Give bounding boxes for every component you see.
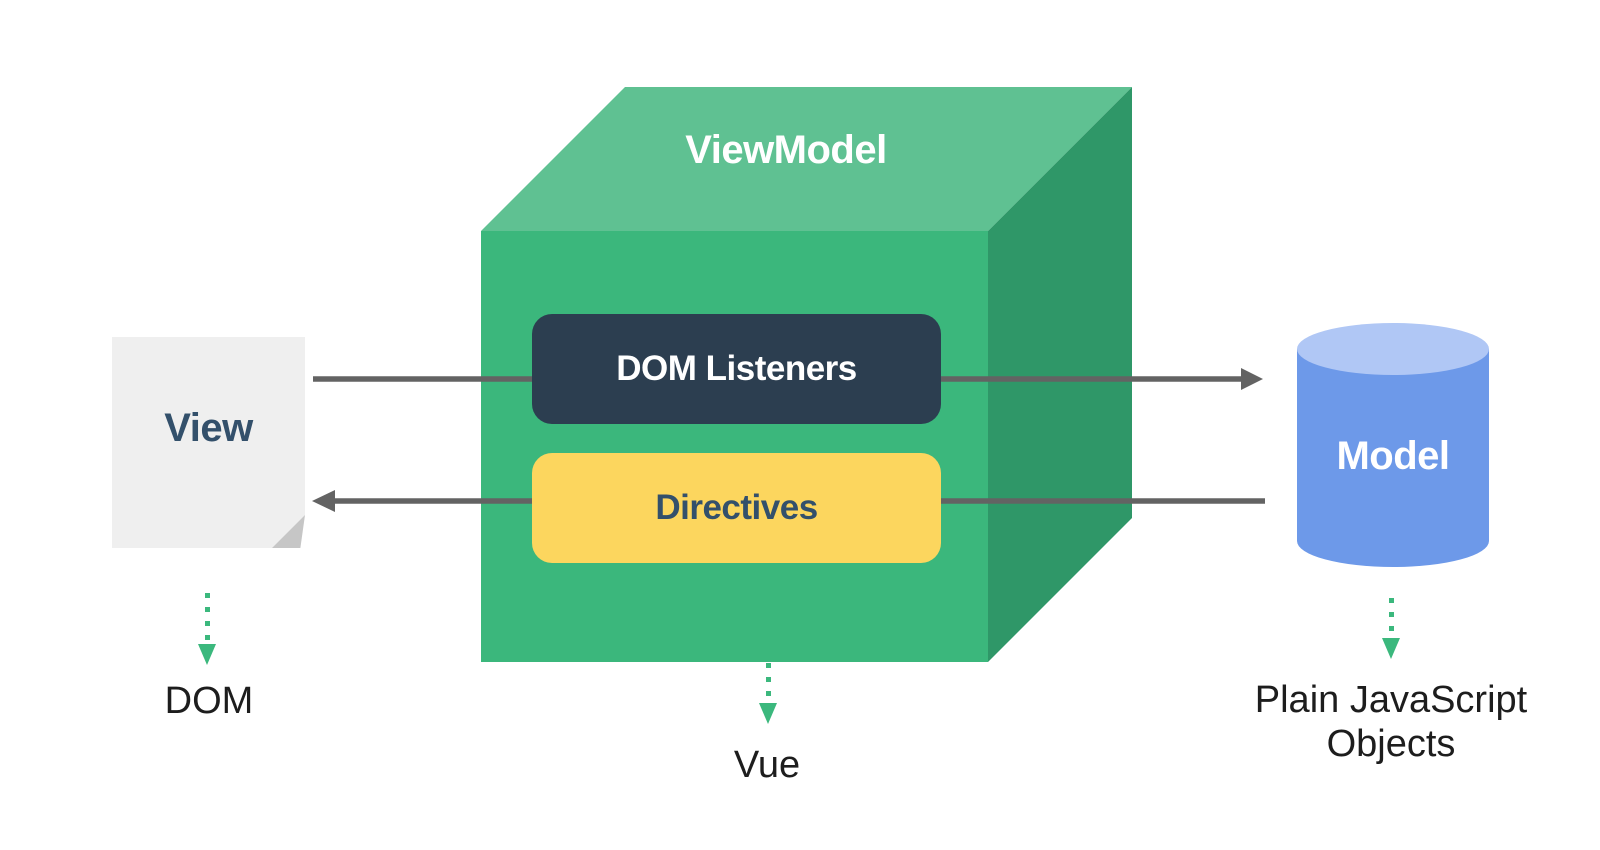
model-cylinder-top bbox=[1297, 323, 1489, 375]
dom-listeners-label: DOM Listeners bbox=[616, 349, 857, 388]
directives-box: Directives bbox=[532, 453, 941, 563]
dom-listeners-box: DOM Listeners bbox=[532, 314, 941, 424]
arrow-model-to-view-head bbox=[312, 490, 335, 512]
dotted-line bbox=[765, 663, 771, 696]
cube-top-face bbox=[481, 87, 1132, 231]
view-node: View bbox=[112, 337, 305, 548]
arrow-view-to-model-head bbox=[1241, 368, 1263, 390]
arrowhead-down-icon bbox=[1382, 638, 1400, 659]
arrowhead-down-icon bbox=[759, 703, 777, 724]
directives-label: Directives bbox=[655, 488, 818, 527]
viewmodel-node-label: ViewModel bbox=[685, 127, 887, 172]
viewmodel-caption: Vue bbox=[733, 744, 801, 786]
view-caption: DOM bbox=[164, 680, 254, 722]
model-caption: Plain JavaScript Objects bbox=[1254, 679, 1528, 765]
model-cylinder-body bbox=[1297, 349, 1489, 567]
dotted-arrow-viewmodel-to-vue-icon bbox=[758, 663, 778, 724]
dotted-arrow-model-to-objects-icon bbox=[1381, 598, 1401, 659]
dotted-line bbox=[204, 593, 210, 640]
dotted-arrow-view-to-dom-icon bbox=[197, 593, 217, 665]
view-node-label: View bbox=[164, 406, 253, 450]
model-node-label: Model bbox=[1336, 433, 1450, 478]
cube-front-face bbox=[481, 231, 988, 662]
cube-right-face bbox=[988, 87, 1132, 662]
dotted-line bbox=[1388, 598, 1394, 631]
arrowhead-down-icon bbox=[198, 644, 216, 665]
